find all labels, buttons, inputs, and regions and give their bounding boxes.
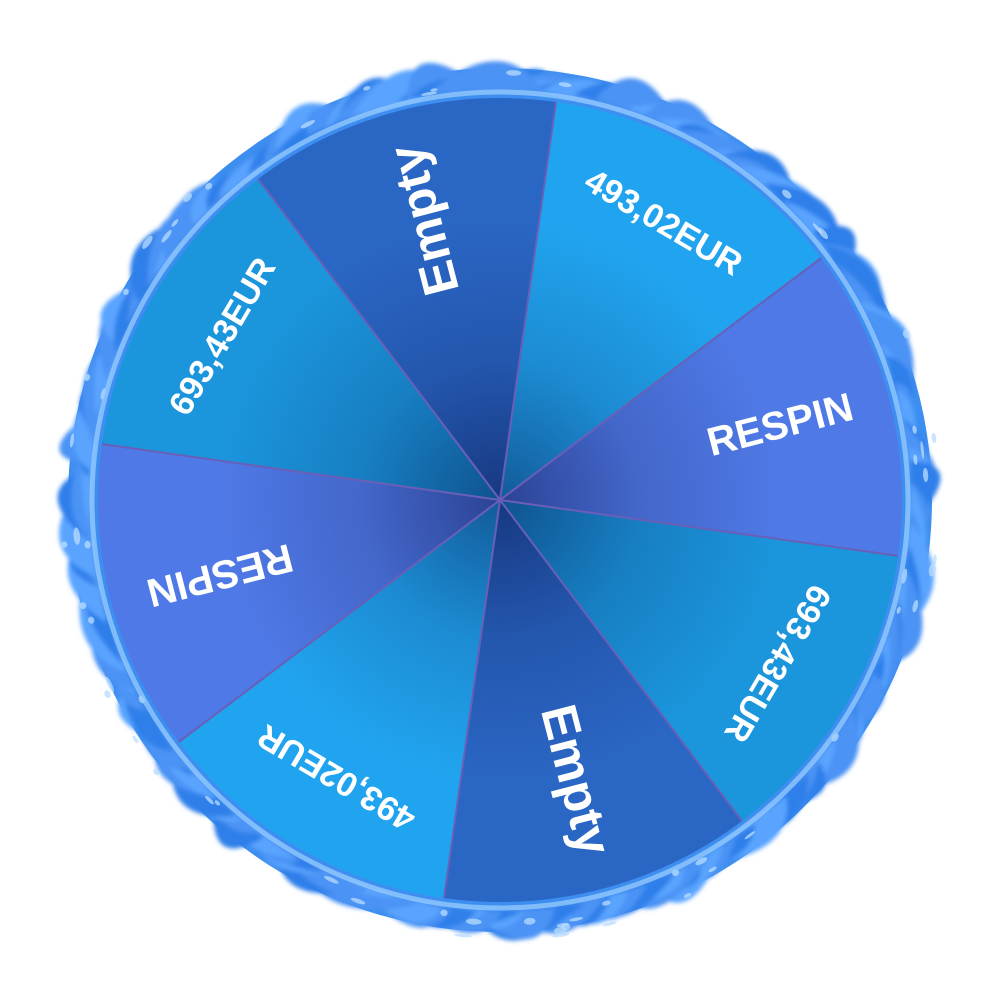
flame-highlight [558,82,572,88]
flame-highlight [928,563,936,577]
flame-highlight [931,432,937,443]
flame-highlight [912,425,917,434]
flame-highlight [430,88,438,92]
flame-highlight [205,182,213,190]
segment-divider [499,499,743,822]
flame-highlight [695,857,708,866]
segment-divider [499,257,822,501]
flame-highlight [214,800,221,806]
flame-highlight [300,120,315,129]
segment-divider [499,499,899,557]
flame-highlight [61,541,68,548]
flame-highlight [896,606,901,614]
flame-highlight [569,917,584,922]
segment-divider [257,178,501,501]
flame-highlight [932,554,937,566]
flame-highlight [104,690,111,699]
flame-highlight [744,831,756,840]
flame-highlight [902,329,910,339]
flame-highlight [123,288,129,295]
flame-highlight [79,602,87,610]
wheel-rim [89,89,911,911]
flame-highlight [922,467,929,483]
flame-highlight [782,189,792,199]
flame-highlight [440,909,448,917]
flame-highlight [350,897,366,905]
flame-highlight [523,917,536,925]
flame-highlight [556,923,569,928]
flame-highlight [88,616,95,624]
segment-divider [499,101,557,501]
segment-dividers [101,101,899,899]
segment-divider [101,443,501,501]
segment-divider [443,499,501,899]
flame-highlight [324,876,339,884]
flame-highlight [602,921,617,927]
flame-highlight [466,918,482,925]
flame-highlight [920,441,925,459]
flame-highlight [161,230,172,243]
flame-highlight [84,373,91,381]
flame-highlight [105,676,114,693]
segment-divider [178,499,501,743]
flame-highlight [84,540,91,549]
flame-highlight [913,454,918,465]
flame-highlight [132,735,139,744]
flame-highlight [552,933,570,938]
flame-highlight [421,91,437,96]
flame-highlight [142,235,153,249]
flame-highlight [812,223,823,235]
flame-highlight [553,926,567,934]
flame-highlight [708,866,717,873]
flame-highlight [205,795,214,805]
flame-highlight [506,70,522,76]
flame-highlight [454,933,472,938]
flame-highlight [183,193,193,202]
flame-highlight [363,86,371,91]
flame-highlight [602,900,611,906]
flame-highlight [683,892,692,898]
flame-highlight [153,768,160,776]
flame-highlight [73,527,81,545]
flame-highlight [171,219,179,227]
flame-tongue [427,61,543,95]
flame-highlight [912,599,919,613]
flame-highlight [69,433,75,448]
